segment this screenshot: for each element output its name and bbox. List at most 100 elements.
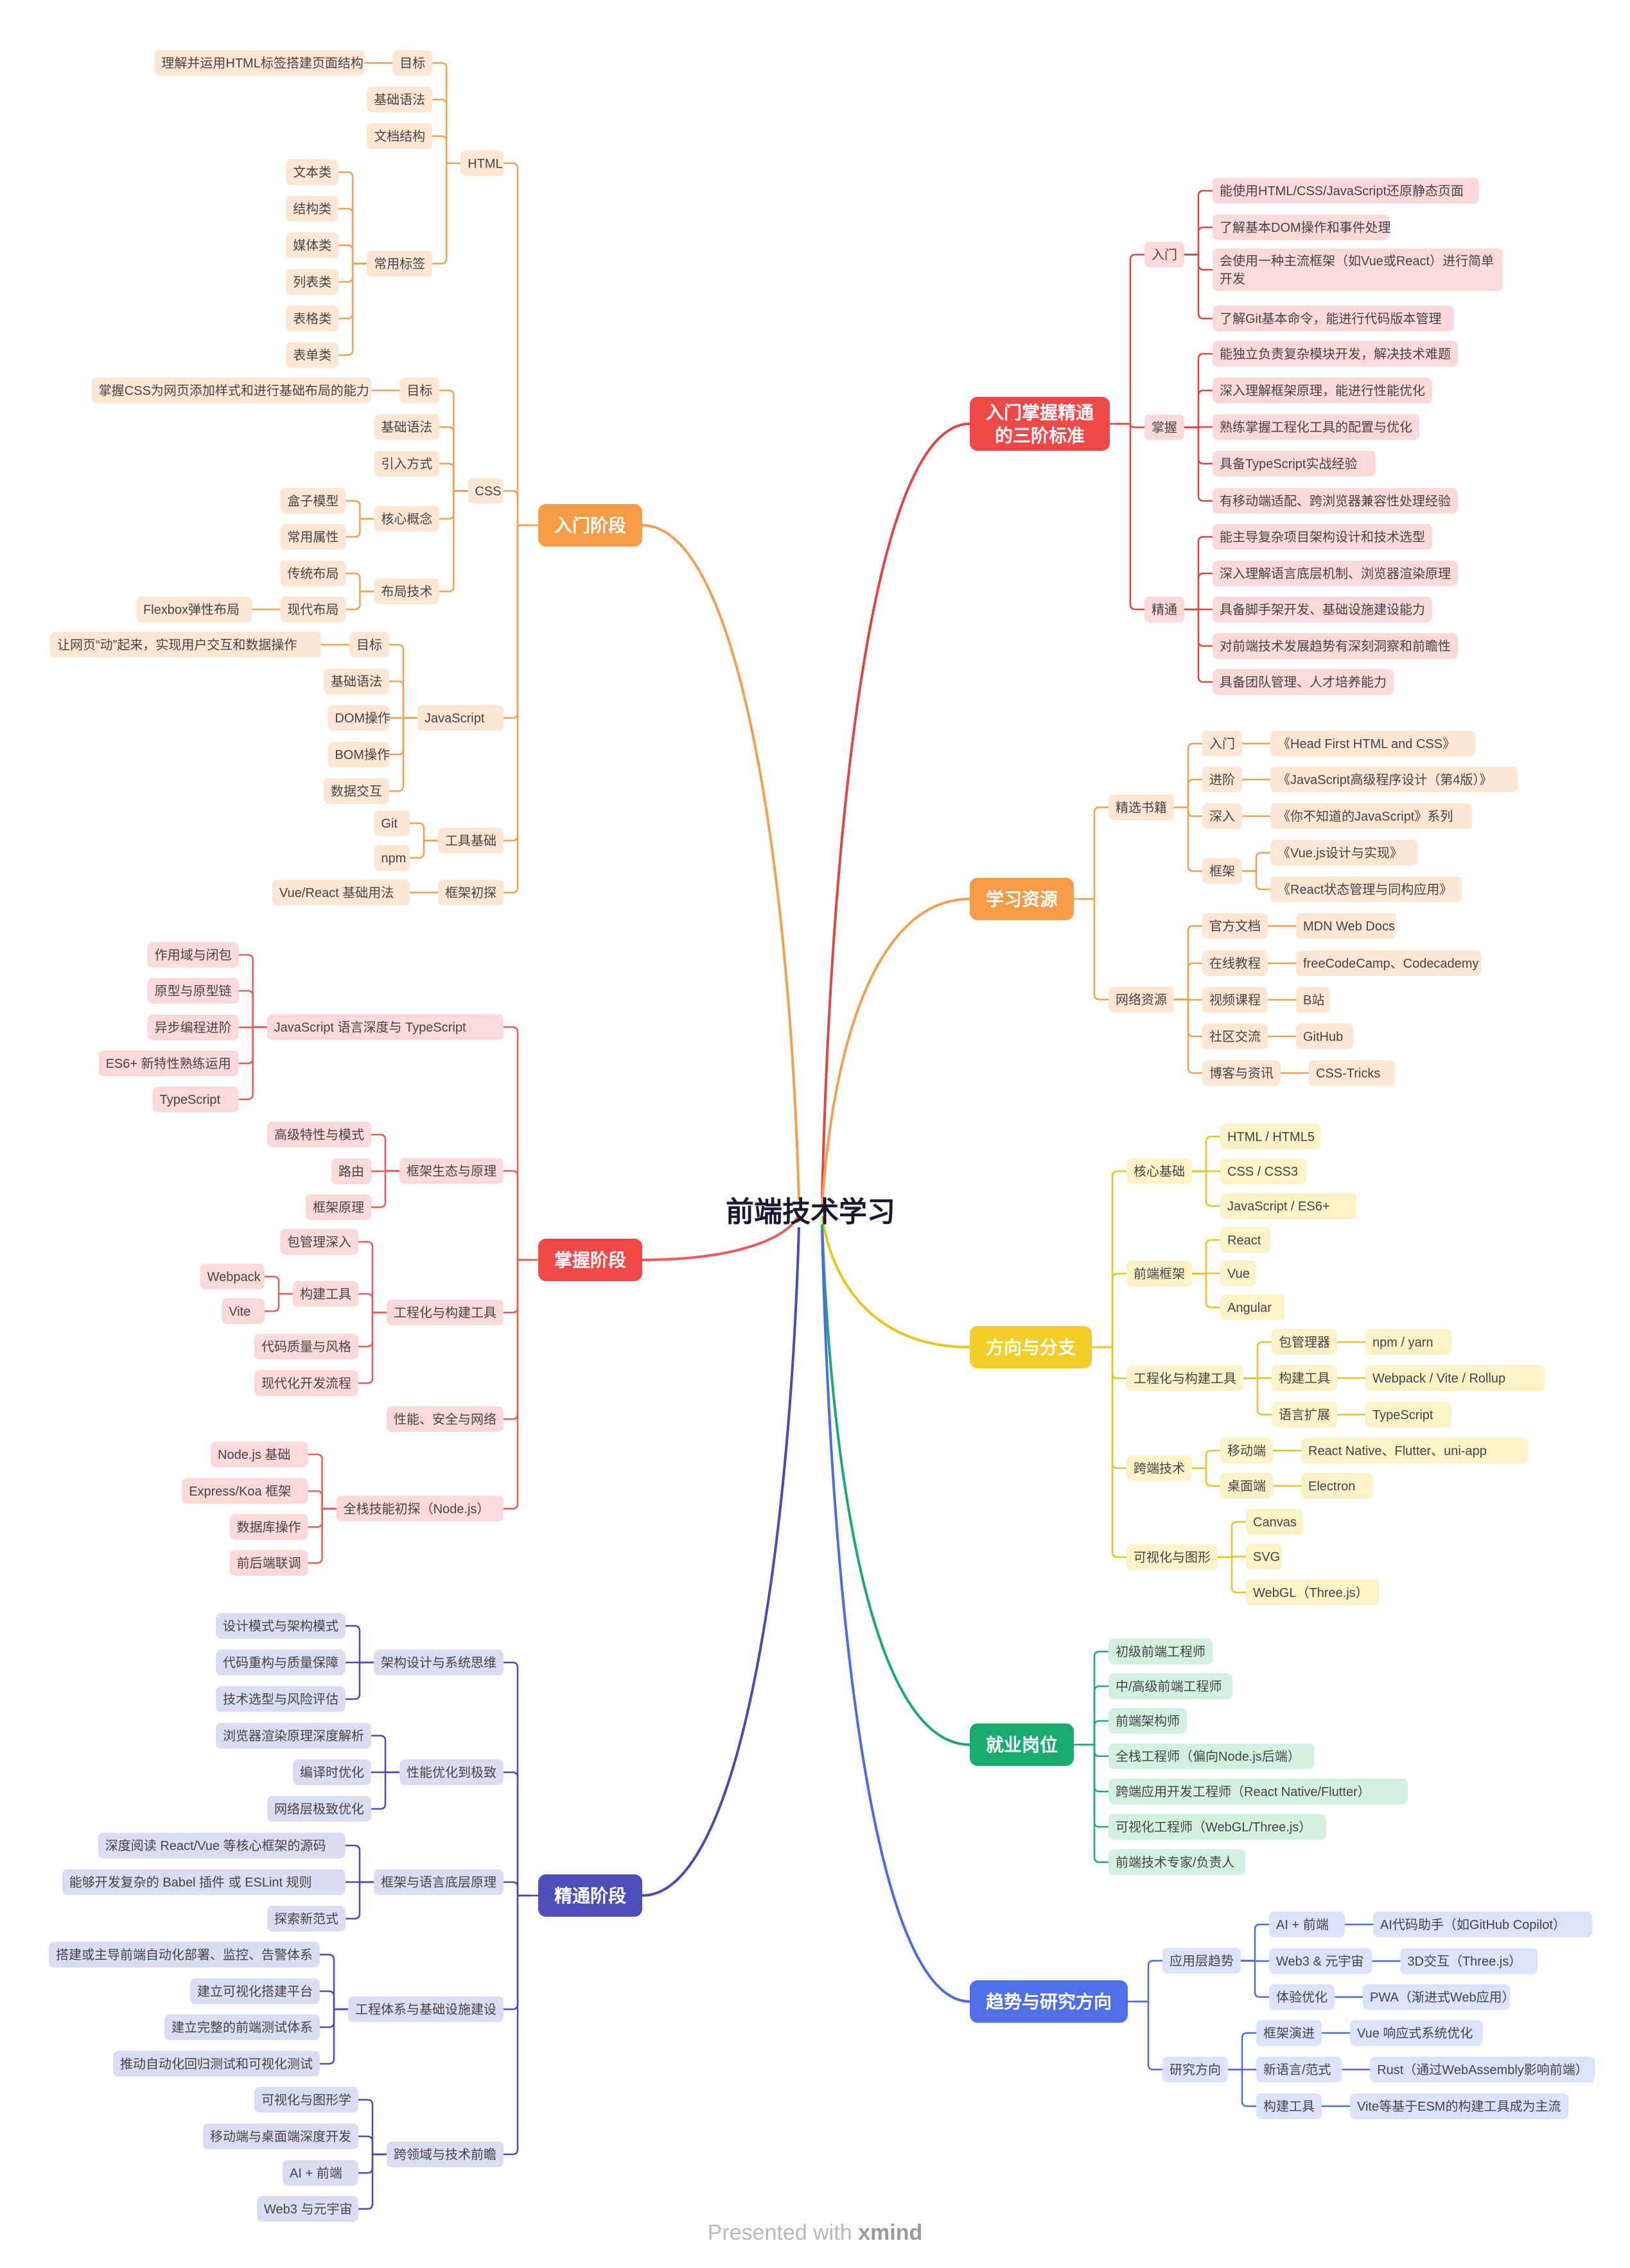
subtopic-node[interactable]: 框架	[1202, 858, 1242, 884]
leaf-node[interactable]: 初级前端工程师	[1109, 1639, 1213, 1664]
leaf-node[interactable]: 数据交互	[324, 778, 389, 804]
leaf-node[interactable]: 引入方式	[374, 451, 440, 476]
leaf-node[interactable]: Webpack / Vite / Rollup	[1365, 1365, 1545, 1391]
leaf-node[interactable]: 代码质量与风格	[254, 1334, 358, 1359]
leaf-node[interactable]: AI + 前端	[283, 2160, 358, 2186]
leaf-node[interactable]: 建立可视化搭建平台	[190, 1978, 320, 2004]
leaf-node[interactable]: 熟练掌握工程化工具的配置与优化	[1213, 414, 1419, 440]
leaf-node[interactable]: 具备脚手架开发、基础设施建设能力	[1213, 597, 1432, 622]
subtopic-node[interactable]: 构建工具	[293, 1281, 358, 1307]
leaf-node[interactable]: 设计模式与架构模式	[216, 1613, 346, 1639]
leaf-node[interactable]: PWA（渐进式Web应用）	[1363, 1984, 1515, 2010]
leaf-node[interactable]: 具备TypeScript实战经验	[1213, 451, 1376, 476]
leaf-node[interactable]: 基础语法	[324, 668, 389, 694]
leaf-node[interactable]: GitHub	[1296, 1024, 1354, 1049]
leaf-node[interactable]: 深入理解框架原理，能进行性能优化	[1213, 378, 1432, 403]
leaf-node[interactable]: 跨端应用开发工程师（React Native/Flutter）	[1109, 1779, 1408, 1804]
leaf-node[interactable]: 表单类	[286, 342, 339, 368]
leaf-node[interactable]: 现代化开发流程	[254, 1370, 358, 1396]
leaf-node[interactable]: Node.js 基础	[211, 1442, 308, 1467]
subtopic-node[interactable]: HTML	[460, 150, 504, 177]
leaf-node[interactable]: Vite	[222, 1298, 265, 1324]
subtopic-node[interactable]: JavaScript	[417, 705, 504, 731]
leaf-node[interactable]: DOM操作	[328, 705, 390, 731]
leaf-node[interactable]: 探索新范式	[267, 1906, 346, 1932]
subtopic-node[interactable]: 框架与语言底层原理	[374, 1869, 504, 1895]
leaf-node[interactable]: 基础语法	[367, 87, 433, 112]
subtopic-node[interactable]: 语言扩展	[1272, 1402, 1337, 1427]
leaf-node[interactable]: AI代码助手（如GitHub Copilot）	[1373, 1912, 1593, 1937]
subtopic-node[interactable]: 入门	[1144, 241, 1184, 268]
leaf-node[interactable]: 《Vue.js设计与实现》	[1270, 840, 1418, 866]
subtopic-node[interactable]: 应用层趋势	[1162, 1948, 1241, 1974]
leaf-node[interactable]: Canvas	[1246, 1509, 1304, 1535]
subtopic-node[interactable]: 架构设计与系统思维	[374, 1650, 504, 1675]
leaf-node[interactable]: Vue	[1220, 1260, 1256, 1286]
subtopic-node[interactable]: 入门	[1202, 731, 1242, 756]
leaf-node[interactable]: 网络层极致优化	[267, 1796, 371, 1822]
leaf-node[interactable]: BOM操作	[328, 742, 390, 767]
leaf-node[interactable]: CSS-Tricks	[1309, 1060, 1395, 1086]
leaf-node[interactable]: 推动自动化回归测试和可视化测试	[113, 2051, 320, 2077]
leaf-node[interactable]: freeCodeCamp、Codecademy	[1296, 950, 1482, 976]
subtopic-node[interactable]: 全栈技能初探（Node.js）	[336, 1496, 504, 1522]
subtopic-node[interactable]: 桌面端	[1220, 1473, 1273, 1499]
leaf-node[interactable]: 理解并运用HTML标签搭建页面结构	[154, 50, 365, 76]
leaf-node[interactable]: 列表类	[286, 269, 339, 295]
leaf-node[interactable]: 了解基本DOM操作和事件处理	[1213, 214, 1391, 240]
subtopic-node[interactable]: 跨端技术	[1126, 1455, 1192, 1481]
subtopic-node[interactable]: 常用标签	[367, 250, 433, 277]
subtopic-node[interactable]: 工程化与构建工具	[387, 1300, 504, 1325]
leaf-node[interactable]: 能主导复杂项目架构设计和技术选型	[1213, 524, 1432, 550]
subtopic-node[interactable]: 构建工具	[1272, 1365, 1337, 1391]
leaf-node[interactable]: 异步编程进阶	[147, 1015, 239, 1040]
leaf-node[interactable]: 媒体类	[286, 232, 339, 258]
leaf-node[interactable]: WebGL（Three.js）	[1246, 1580, 1380, 1605]
leaf-node[interactable]: 了解Git基本命令，能进行代码版本管理	[1213, 306, 1454, 331]
leaf-node[interactable]: HTML / HTML5	[1220, 1124, 1321, 1149]
leaf-node[interactable]: 路由	[331, 1158, 371, 1184]
leaf-node[interactable]: 中/高级前端工程师	[1109, 1673, 1233, 1699]
leaf-node[interactable]: 结构类	[286, 196, 339, 222]
leaf-node[interactable]: 文档结构	[367, 123, 433, 149]
leaf-node[interactable]: 前后端联调	[229, 1550, 308, 1576]
leaf-node[interactable]: SVG	[1246, 1544, 1282, 1569]
subtopic-node[interactable]: 深入	[1202, 803, 1242, 829]
subtopic-node[interactable]: 工具基础	[438, 828, 504, 853]
branch-topic[interactable]: 趋势与研究方向	[970, 1980, 1128, 2023]
subtopic-node[interactable]: CSS	[468, 478, 504, 504]
leaf-node[interactable]: JavaScript / ES6+	[1220, 1193, 1357, 1219]
leaf-node[interactable]: Vue/React 基础用法	[272, 880, 410, 905]
leaf-node[interactable]: 框架原理	[306, 1194, 371, 1220]
leaf-node[interactable]: 掌握CSS为网页添加样式和进行基础布局的能力	[91, 378, 372, 403]
leaf-node[interactable]: 表格类	[286, 306, 339, 331]
leaf-node[interactable]: TypeScript	[1365, 1402, 1451, 1427]
leaf-node[interactable]: 常用属性	[280, 524, 346, 550]
leaf-node[interactable]: Flexbox弹性布局	[136, 597, 252, 622]
leaf-node[interactable]: 高级特性与模式	[267, 1122, 371, 1147]
leaf-node[interactable]: 能够开发复杂的 Babel 插件 或 ESLint 规则	[62, 1869, 346, 1895]
branch-topic[interactable]: 就业岗位	[970, 1723, 1074, 1766]
leaf-node[interactable]: 深度阅读 React/Vue 等核心框架的源码	[98, 1833, 346, 1858]
branch-topic[interactable]: 精通阶段	[538, 1874, 642, 1917]
leaf-node[interactable]: Express/Koa 框架	[182, 1478, 308, 1504]
leaf-node[interactable]: 传统布局	[280, 561, 346, 586]
leaf-node[interactable]: 有移动端适配、跨浏览器兼容性处理经验	[1213, 488, 1458, 514]
leaf-node[interactable]: 编译时优化	[293, 1759, 371, 1785]
subtopic-node[interactable]: 目标	[392, 50, 433, 76]
leaf-node[interactable]: 作用域与闭包	[147, 942, 239, 968]
leaf-node[interactable]: Rust（通过WebAssembly影响前端）	[1370, 2057, 1595, 2082]
leaf-node[interactable]: 技术选型与风险评估	[216, 1686, 346, 1712]
subtopic-node[interactable]: JavaScript 语言深度与 TypeScript	[267, 1014, 504, 1040]
subtopic-node[interactable]: 可视化与图形	[1126, 1544, 1218, 1570]
subtopic-node[interactable]: 构建工具	[1256, 2093, 1322, 2119]
leaf-node[interactable]: Vue 响应式系统优化	[1350, 2020, 1483, 2046]
subtopic-node[interactable]: 性能优化到极致	[399, 1759, 504, 1785]
branch-topic[interactable]: 方向与分支	[970, 1326, 1092, 1368]
leaf-node[interactable]: 《你不知道的JavaScript》系列	[1270, 803, 1472, 829]
leaf-node[interactable]: 深入理解语言底层机制、浏览器渲染原理	[1213, 561, 1458, 586]
leaf-node[interactable]: 浏览器渲染原理深度解析	[216, 1723, 371, 1749]
leaf-node[interactable]: npm / yarn	[1365, 1329, 1451, 1355]
subtopic-node[interactable]: 体验优化	[1269, 1984, 1335, 2010]
leaf-node[interactable]: 能使用HTML/CSS/JavaScript还原静态页面	[1213, 178, 1479, 204]
